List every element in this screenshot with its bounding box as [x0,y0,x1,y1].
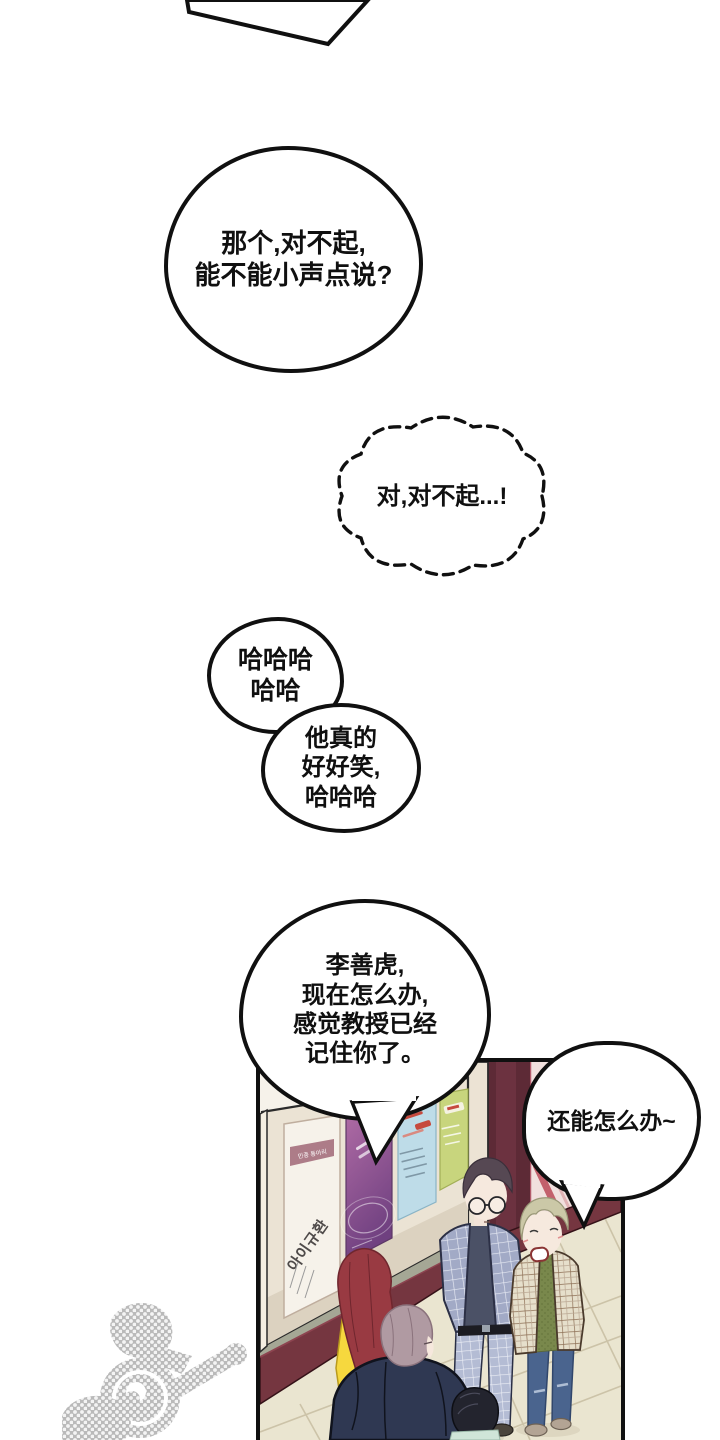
speech-bubble-3-text: 哈哈哈 哈哈 [237,646,313,705]
thought-bubble-dashed: 对,对不起...! [326,408,558,586]
black-haired-person [449,1387,501,1440]
round-glasses-left [468,1197,486,1215]
scooter-rider-watermark [62,1303,247,1440]
panel-scene: 민중 동아리 아이규환 [260,1062,621,1440]
speech-bubble-5-text: 李善虎, 现在怎么办, 感觉教授已经 记住你了。 [293,952,437,1068]
speech-bubble-1-text: 那个,对不起, 能不能小声点说? [194,227,393,290]
glasses-man-plaid-suit [438,1157,526,1440]
comic-panel: 민중 동아리 아이규환 [256,1058,625,1440]
speech-bubble-6-text: 还能怎么办~ [547,1107,676,1134]
open-mouth [530,1246,550,1263]
speech-bubble-5: 李善虎, 现在怎么办, 感觉教授已经 记住你了。 [239,899,491,1121]
speech-bubble-6-tail [559,1178,605,1231]
poster-blue [397,1091,437,1221]
speech-bubble-4-text: 他真的 好好笑, 哈哈哈 [301,725,381,811]
poster-white: 민중 동아리 아이규환 [283,1114,341,1320]
round-glasses-right [488,1196,506,1214]
speech-bubble-1: 那个,对不起, 能不能小声点说? [164,146,423,373]
thought-bubble-outline [337,415,546,577]
glasses-man-hair [462,1157,513,1199]
mauve-hair [380,1304,434,1367]
hooded-person [328,1304,476,1440]
poster-display-case: 민중 동아리 아이규환 [260,1076,470,1353]
speech-bubble-4: 他真的 好好笑, 哈哈哈 [261,703,421,833]
top-partial-bubble [184,0,371,47]
blonde-hair [519,1197,569,1241]
thought-bubble-text: 对,对不起...! [376,483,508,511]
blonde-man-plaid-jacket [509,1197,585,1437]
speech-bubble-5-tail [349,1092,420,1166]
speech-bubble-6: 还能怎么办~ [522,1041,701,1201]
poster-green [439,1088,469,1192]
